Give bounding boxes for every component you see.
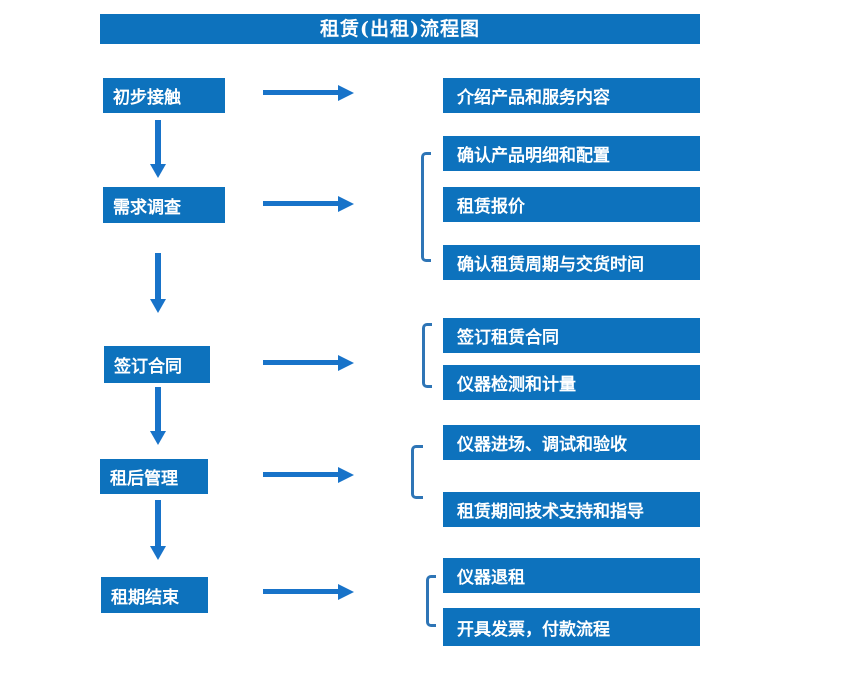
arrow-right-4	[263, 472, 338, 477]
stage-box-2: 需求调查	[103, 187, 225, 223]
arrow-right-2	[263, 201, 338, 206]
output-box-2-2: 租赁报价	[443, 187, 700, 222]
stage-box-4: 租后管理	[100, 459, 208, 494]
output-box-5-2: 开具发票，付款流程	[443, 608, 700, 646]
bracket-group-2	[421, 152, 431, 262]
output-box-3-2: 仪器检测和计量	[443, 365, 700, 400]
stage-box-5: 租期结束	[101, 577, 208, 613]
bracket-group-3	[422, 323, 432, 388]
output-box-2-1: 确认产品明细和配置	[443, 136, 700, 171]
bracket-group-4	[411, 445, 423, 499]
output-box-2-3: 确认租赁周期与交货时间	[443, 245, 700, 280]
output-box-5-1: 仪器退租	[443, 558, 700, 593]
stage-box-3: 签订合同	[104, 346, 210, 383]
stage-box-1: 初步接触	[103, 78, 225, 113]
output-box-4-1: 仪器进场、调试和验收	[443, 425, 700, 460]
arrow-down-4	[155, 500, 161, 547]
arrow-right-5	[263, 589, 338, 594]
diagram-title: 租赁(出租)流程图	[100, 14, 700, 44]
arrow-right-3	[263, 360, 338, 365]
arrow-down-2	[155, 253, 161, 300]
arrow-down-1	[155, 120, 161, 165]
output-box-3-1: 签订租赁合同	[443, 318, 700, 353]
bracket-group-5	[426, 575, 436, 627]
arrow-right-1	[263, 90, 338, 95]
output-box-4-2: 租赁期间技术支持和指导	[443, 492, 700, 527]
output-box-1-1: 介绍产品和服务内容	[443, 78, 700, 113]
arrow-down-3	[155, 387, 161, 432]
